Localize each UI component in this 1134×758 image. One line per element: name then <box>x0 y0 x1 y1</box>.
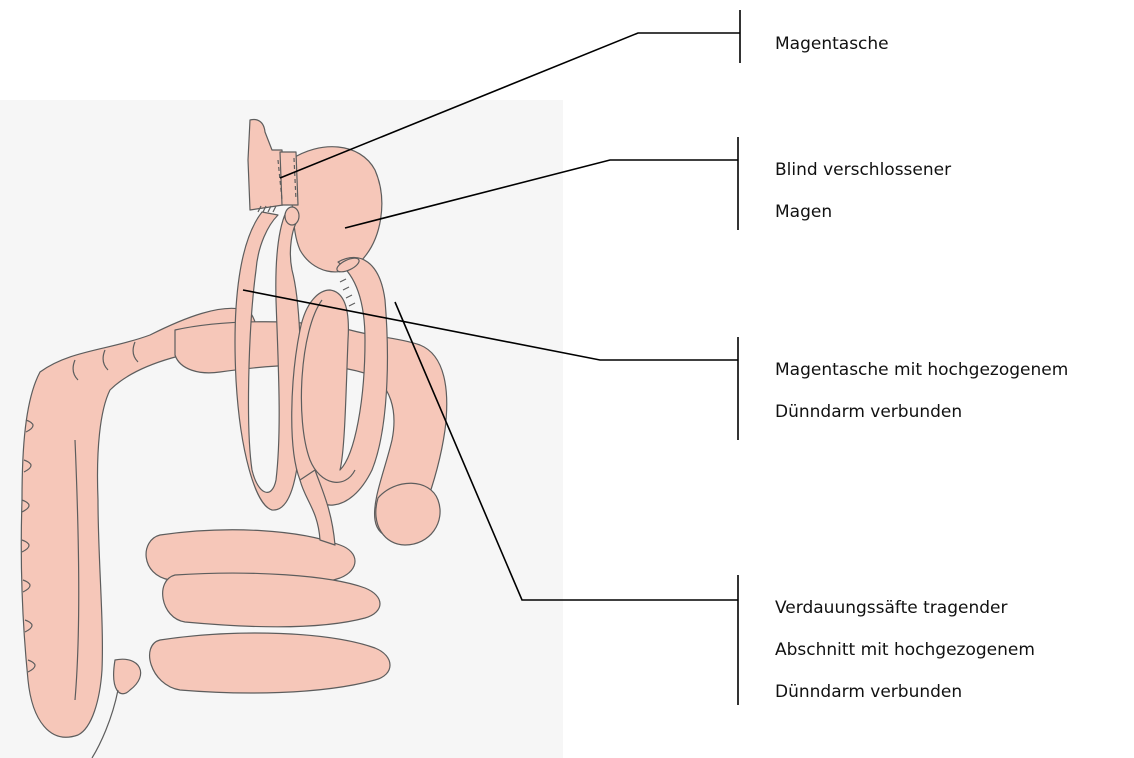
label-gastric-pouch: Magentasche <box>775 23 889 65</box>
label-line: Dünndarm verbunden <box>775 671 1035 713</box>
label-line: Verdauungssäfte tragender <box>775 587 1035 629</box>
gastrojejunostomy <box>285 207 299 225</box>
bypassed-stomach <box>290 147 382 272</box>
label-line: Abschnitt mit hochgezogenem <box>775 629 1035 671</box>
label-line: Magentasche <box>775 23 889 65</box>
label-line: Magentasche mit hochgezogenem <box>775 349 1068 391</box>
label-pouch-connection: Magentasche mit hochgezogenem Dünndarm v… <box>775 349 1068 433</box>
label-biliary-limb: Verdauungssäfte tragender Abschnitt mit … <box>775 587 1035 713</box>
gastric-pouch <box>280 152 298 205</box>
label-line: Dünndarm verbunden <box>775 391 1068 433</box>
label-line: Magen <box>775 191 951 233</box>
label-line: Blind verschlossener <box>775 149 951 191</box>
label-blind-stomach: Blind verschlossener Magen <box>775 149 951 233</box>
